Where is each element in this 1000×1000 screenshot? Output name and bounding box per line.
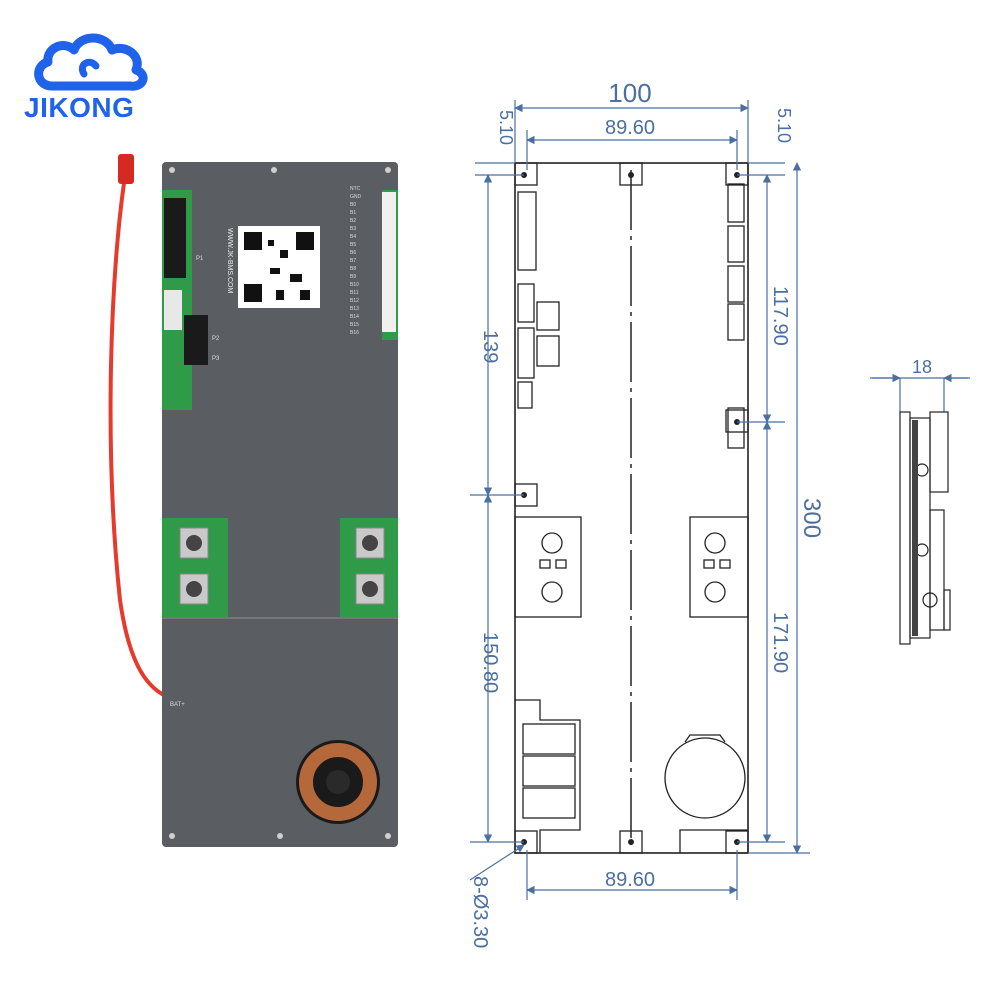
pin-label: B6 bbox=[350, 250, 356, 256]
pin-label: B11 bbox=[350, 290, 359, 296]
brand-name: JIKONG bbox=[24, 92, 135, 123]
pin-label: B15 bbox=[350, 322, 359, 328]
pin-label: B13 bbox=[350, 306, 359, 312]
pin-label: B3 bbox=[350, 226, 356, 232]
dim-right-lower: 171.90 bbox=[769, 612, 791, 673]
battery-wire bbox=[108, 169, 171, 700]
pin-label: B9 bbox=[350, 274, 356, 280]
connector-p1 bbox=[164, 198, 186, 278]
brand-logo bbox=[20, 28, 160, 138]
dim-width: 100 bbox=[608, 78, 651, 108]
pin-label: B14 bbox=[350, 314, 359, 320]
pin-label: B4 bbox=[350, 234, 356, 240]
wire-connector bbox=[118, 154, 134, 184]
dim-left-upper: 139 bbox=[479, 330, 501, 363]
battery-label: BAT+ bbox=[170, 702, 185, 708]
pin-label: B1 bbox=[350, 210, 356, 216]
connector-p2 bbox=[184, 315, 208, 365]
drawing-terminal-left bbox=[514, 516, 582, 618]
dim-right-upper: 117.90 bbox=[769, 286, 791, 346]
connector-label: P2 bbox=[212, 336, 220, 342]
balance-connectors bbox=[382, 192, 396, 332]
dim-edge-right: 5.10 bbox=[774, 108, 794, 143]
pin-label: B7 bbox=[350, 258, 356, 264]
connector-white bbox=[164, 290, 182, 330]
dim-total-height: 300 bbox=[798, 498, 825, 538]
dim-holes: 8-Ø3.30 bbox=[469, 876, 491, 948]
drawing-terminal-right bbox=[689, 516, 749, 618]
side-view bbox=[899, 411, 951, 645]
dim-edge-left: 5.10 bbox=[496, 110, 516, 145]
pin-label: NTC bbox=[350, 186, 361, 192]
pin-label: B8 bbox=[350, 266, 356, 272]
dim-hole-spacing-top: 89.60 bbox=[605, 117, 655, 139]
dim-left-lower: 150.80 bbox=[479, 632, 501, 693]
drawing-inductor bbox=[664, 737, 746, 819]
pin-label: B0 bbox=[350, 202, 356, 208]
connector-label: P3 bbox=[212, 356, 220, 362]
connector-label: P1 bbox=[196, 256, 204, 262]
dim-hole-spacing-bottom: 89.60 bbox=[605, 869, 655, 891]
cloud-icon bbox=[34, 33, 148, 91]
pin-label: B10 bbox=[350, 282, 359, 288]
website-text: WWW.JK-BMS.COM bbox=[226, 228, 233, 293]
dim-side-thickness: 18 bbox=[912, 357, 932, 377]
pin-label: B2 bbox=[350, 218, 356, 224]
toroid-coil bbox=[299, 743, 377, 821]
pin-label: B5 bbox=[350, 242, 356, 248]
pin-label: B16 bbox=[350, 330, 359, 336]
drawing-connector-p1 bbox=[517, 191, 537, 271]
pin-label: GND bbox=[350, 194, 362, 200]
board-heatsink bbox=[162, 162, 398, 847]
pin-label: B12 bbox=[350, 298, 359, 304]
